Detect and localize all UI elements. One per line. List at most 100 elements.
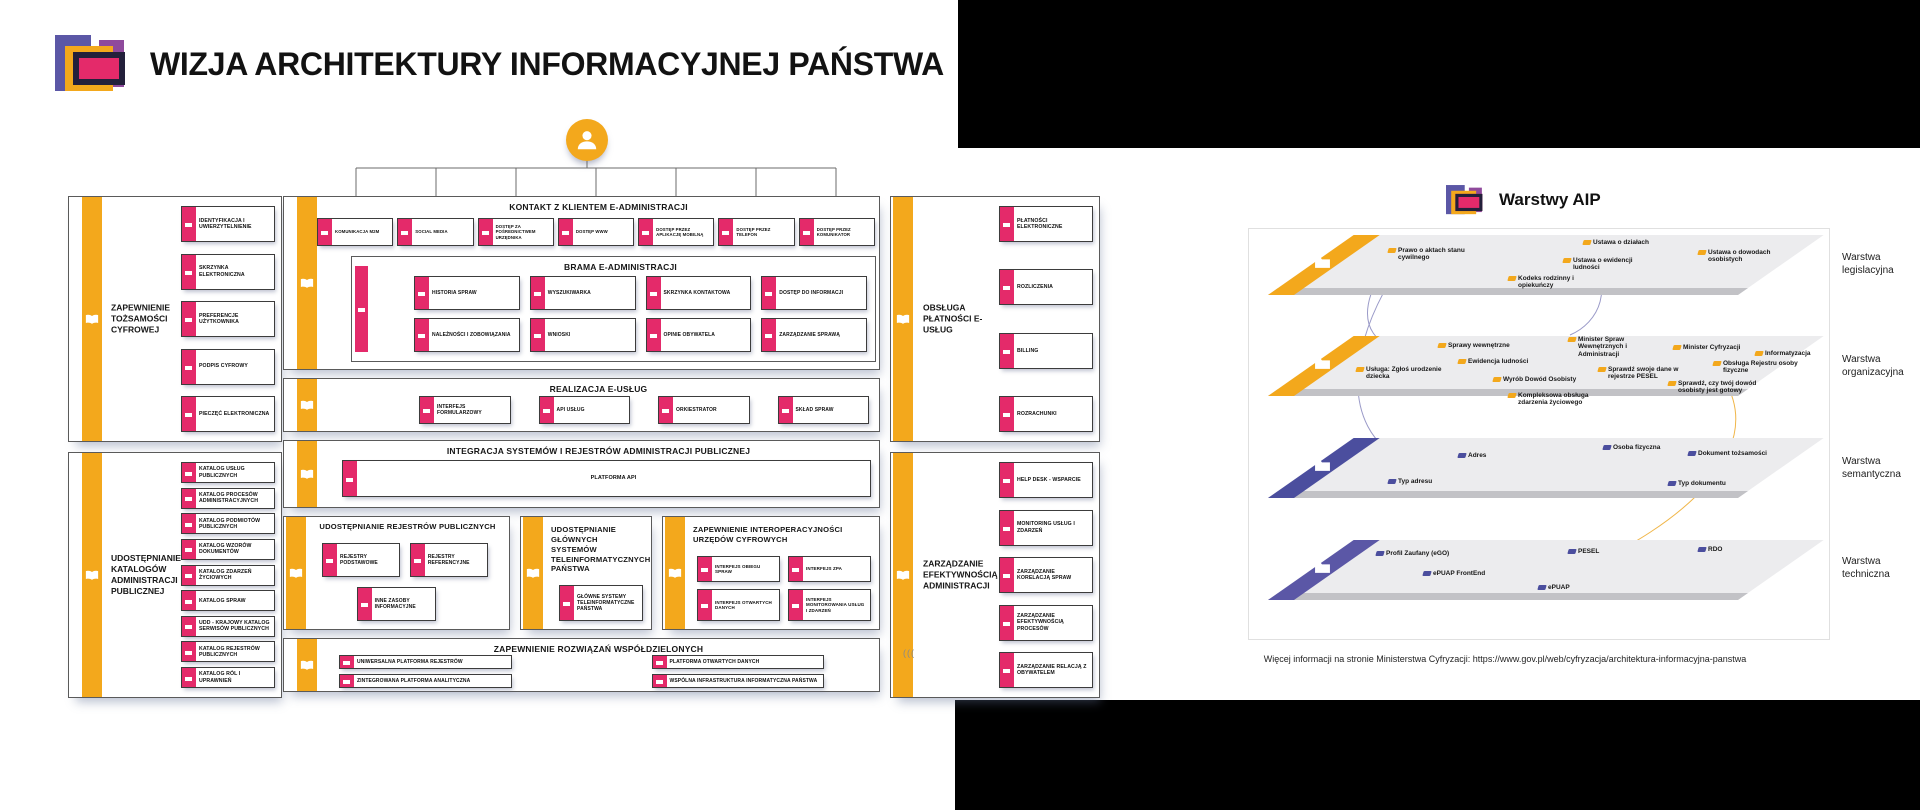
item-chip: OPINIE OBYWATELA bbox=[645, 318, 752, 352]
module-icon bbox=[182, 539, 196, 559]
item-chip: HISTORIA SPRAW bbox=[414, 276, 520, 310]
folder-icon bbox=[1457, 453, 1467, 458]
item-chip-label: DOSTĘP PRZEZ TELEFON bbox=[736, 226, 771, 237]
item-chip-label: HELP DESK - WSPARCIE bbox=[1017, 476, 1081, 483]
module-icon bbox=[182, 254, 196, 289]
item-chip: ROZRACHUNKI bbox=[999, 395, 1093, 432]
logo-shape-frame bbox=[73, 52, 125, 85]
module-icon bbox=[652, 675, 667, 687]
pillar-yellow-bar bbox=[893, 453, 913, 697]
section-brama-eadministracji: BRAMA E-ADMINISTRACJI HISTORIA SPRAW WYS… bbox=[351, 256, 876, 362]
module-icon bbox=[182, 591, 196, 611]
book-icon bbox=[85, 570, 99, 580]
item-chip-label: WNIOSKI bbox=[547, 332, 571, 338]
layer-label-organizacyjna: Warstwa organizacyjna bbox=[1842, 354, 1904, 378]
diagram-node: Obsługa Rejestru osoby fizyczne bbox=[1712, 360, 1805, 375]
item-chip: DOSTĘP PRZEZ APLIKACJĘ MOBILNĄ bbox=[638, 218, 715, 246]
diagram-node-label: Typ adresu bbox=[1398, 478, 1433, 485]
folder-icon bbox=[1422, 571, 1432, 576]
folder-icon bbox=[1602, 445, 1612, 450]
folder-icon bbox=[1537, 585, 1547, 590]
diagram-node-label: Typ dokumentu bbox=[1678, 480, 1726, 487]
pillar-items: KATALOG USŁUG PUBLICZNYCH KATALOG PROCES… bbox=[181, 462, 275, 688]
diagram-node-label: Ustawa o dowodach osobistych bbox=[1708, 249, 1771, 264]
item-chip-label: SKRZYNKA KONTAKTOWA bbox=[663, 290, 731, 296]
diagram-node: Ustawa o dowodach osobistych bbox=[1697, 249, 1790, 264]
section-yellow-bar bbox=[665, 517, 685, 629]
section-realizacja-euslug: REALIZACJA E-USŁUG INTERFEJS FORMULARZOW… bbox=[283, 378, 880, 432]
item-chip: MONITORING USŁUG I ZDARZEŃ bbox=[999, 509, 1093, 546]
item-chip: KATALOG SPRAW bbox=[181, 590, 275, 612]
diagram-node-label: Adres bbox=[1468, 452, 1487, 459]
module-icon bbox=[789, 557, 803, 582]
page-title: WIZJA ARCHITEKTURY INFORMACYJNEJ PAŃSTWA bbox=[150, 46, 944, 82]
diagram-node: Ustawa o działach bbox=[1582, 239, 1649, 246]
item-chip: SOCIAL MEDIA bbox=[397, 218, 474, 246]
item-chip-label: ZARZĄDZANIE KORELACJĄ SPRAW bbox=[1017, 568, 1072, 581]
wspoldzielone-items: UNIWERSALNA PLATFORMA REJESTRÓW PLATFORM… bbox=[339, 655, 824, 688]
item-chip-label: INTERFEJS FORMULARZOWY bbox=[437, 404, 482, 416]
interoperacyjnosc-items: INTERFEJS OBIEGU SPRAW INTERFEJS ZPA INT… bbox=[697, 556, 871, 621]
item-chip-label: PŁATNOŚCI ELEKTRONICZNE bbox=[1017, 217, 1063, 230]
item-chip-label: KATALOG SPRAW bbox=[199, 597, 246, 604]
item-chip-label: ZARZĄDZANIE EFEKTYWNOŚCIĄ PROCESÓW bbox=[1017, 613, 1064, 632]
realizacja-items: INTERFEJS FORMULARZOWY API USŁUG ORKIEST… bbox=[419, 396, 869, 424]
item-chip-label: REJESTRY PODSTAWOWE bbox=[340, 554, 378, 566]
item-chip: HELP DESK - WSPARCIE bbox=[999, 462, 1093, 498]
item-chip: KATALOG USŁUG PUBLICZNYCH bbox=[181, 462, 275, 483]
module-icon bbox=[652, 656, 667, 668]
module-icon bbox=[357, 588, 372, 620]
item-chip: DOSTĘP DO INFORMACJI bbox=[761, 276, 867, 310]
item-chip-label: API USŁUG bbox=[556, 407, 585, 413]
item-chip-label: SKRZYNKA ELEKTRONICZNA bbox=[199, 265, 245, 278]
diagram-node-label: Wyrób Dowód Osobisty bbox=[1503, 376, 1577, 383]
layer-nodes: Prawo o aktach stanu cywilnego Ustawa o … bbox=[1268, 235, 1828, 305]
item-chip: BILLING bbox=[999, 332, 1093, 369]
item-chip-label: INTERFEJS OBIEGU SPRAW bbox=[715, 563, 761, 575]
module-icon bbox=[182, 488, 196, 508]
item-chip: DOSTĘP WWW bbox=[557, 218, 635, 246]
item-chip: ZARZĄDZANIE EFEKTYWNOŚCIĄ PROCESÓW bbox=[999, 604, 1093, 641]
folder-icon bbox=[1437, 343, 1447, 348]
diagram-node: Informatyzacja bbox=[1754, 350, 1811, 357]
folder-icon bbox=[1667, 381, 1677, 386]
section-integracja-systemow: INTEGRACJA SYSTEMÓW I REJESTRÓW ADMINIST… bbox=[283, 440, 880, 508]
item-chip-label: OPINIE OBYWATELA bbox=[663, 332, 716, 338]
item-chip-label: DOSTĘP PRZEZ APLIKACJĘ MOBILNĄ bbox=[656, 226, 704, 237]
module-icon bbox=[1000, 653, 1014, 687]
item-chip: ZINTEGROWANA PLATFORMA ANALITYCZNA bbox=[339, 674, 512, 688]
section-kontakt-klient: KONTAKT Z KLIENTEM E-ADMINISTRACJI KOMUN… bbox=[283, 196, 880, 370]
diagram-node-label: Prawo o aktach stanu cywilnego bbox=[1398, 247, 1465, 262]
folder-icon bbox=[1562, 258, 1572, 263]
book-icon bbox=[896, 570, 910, 580]
diagram-node-label: Profil Zaufany (eGO) bbox=[1386, 550, 1450, 557]
module-icon bbox=[182, 397, 196, 431]
folder-icon bbox=[1315, 358, 1330, 369]
item-chip-label: DOSTĘP PRZEZ KOMUNIKATOR bbox=[816, 226, 851, 237]
item-chip-label: REJESTRY REFERENCYJNE bbox=[427, 554, 470, 566]
diagram-node: Wyrób Dowód Osobisty bbox=[1492, 376, 1577, 383]
item-chip-label: INNE ZASOBY INFORMACYJNE bbox=[374, 598, 416, 610]
diagram-node: Osoba fizyczna bbox=[1602, 444, 1660, 451]
module-icon bbox=[1000, 270, 1014, 305]
layer-label-legislacyjna: Warstwa legislacyjna bbox=[1842, 252, 1894, 276]
item-chip-label: DOSTĘP ZA POŚREDNICTWEM URZĘDNIKA bbox=[495, 224, 536, 240]
diagram-node: Sprawdź swoje dane w rejestrze PESEL bbox=[1597, 366, 1690, 381]
item-chip-label: IDENTYFIKACJA I UWIERZYTELNIENIE bbox=[199, 217, 252, 230]
pillar-zarzadzanie-efektywnoscia: ZARZĄDZANIE EFEKTYWNOŚCIĄ ADMINISTRACJI … bbox=[890, 452, 1100, 698]
item-chip-label: KATALOG PROCESÓW ADMINISTRACYJNYCH bbox=[199, 491, 259, 505]
section-yellow-bar bbox=[297, 379, 317, 431]
module-icon bbox=[762, 277, 777, 309]
module-icon bbox=[478, 219, 493, 245]
diagram-node-label: Minister Cyfryzacji bbox=[1683, 344, 1741, 351]
module-icon bbox=[1000, 463, 1014, 497]
module-icon bbox=[398, 219, 413, 245]
item-chip-label: GŁÓWNE SYSTEMY TELEINFORMATYCZNE PAŃSTWA bbox=[577, 594, 635, 612]
layer-semantyczna: Adres Osoba fizyczna Dokument tożsamości… bbox=[1268, 438, 1828, 508]
pillar-tozsamosc-cyfrowa: ZAPEWNIENIE TOŻSAMOŚCI CYFROWEJ IDENTYFI… bbox=[68, 196, 282, 442]
item-chip: INTERFEJS OTWARTYCH DANYCH bbox=[697, 589, 780, 621]
module-icon bbox=[646, 319, 661, 351]
section-yellow-bar bbox=[297, 197, 317, 369]
module-icon bbox=[698, 557, 712, 582]
item-chip-label: UNIWERSALNA PLATFORMA REJESTRÓW bbox=[357, 659, 463, 665]
